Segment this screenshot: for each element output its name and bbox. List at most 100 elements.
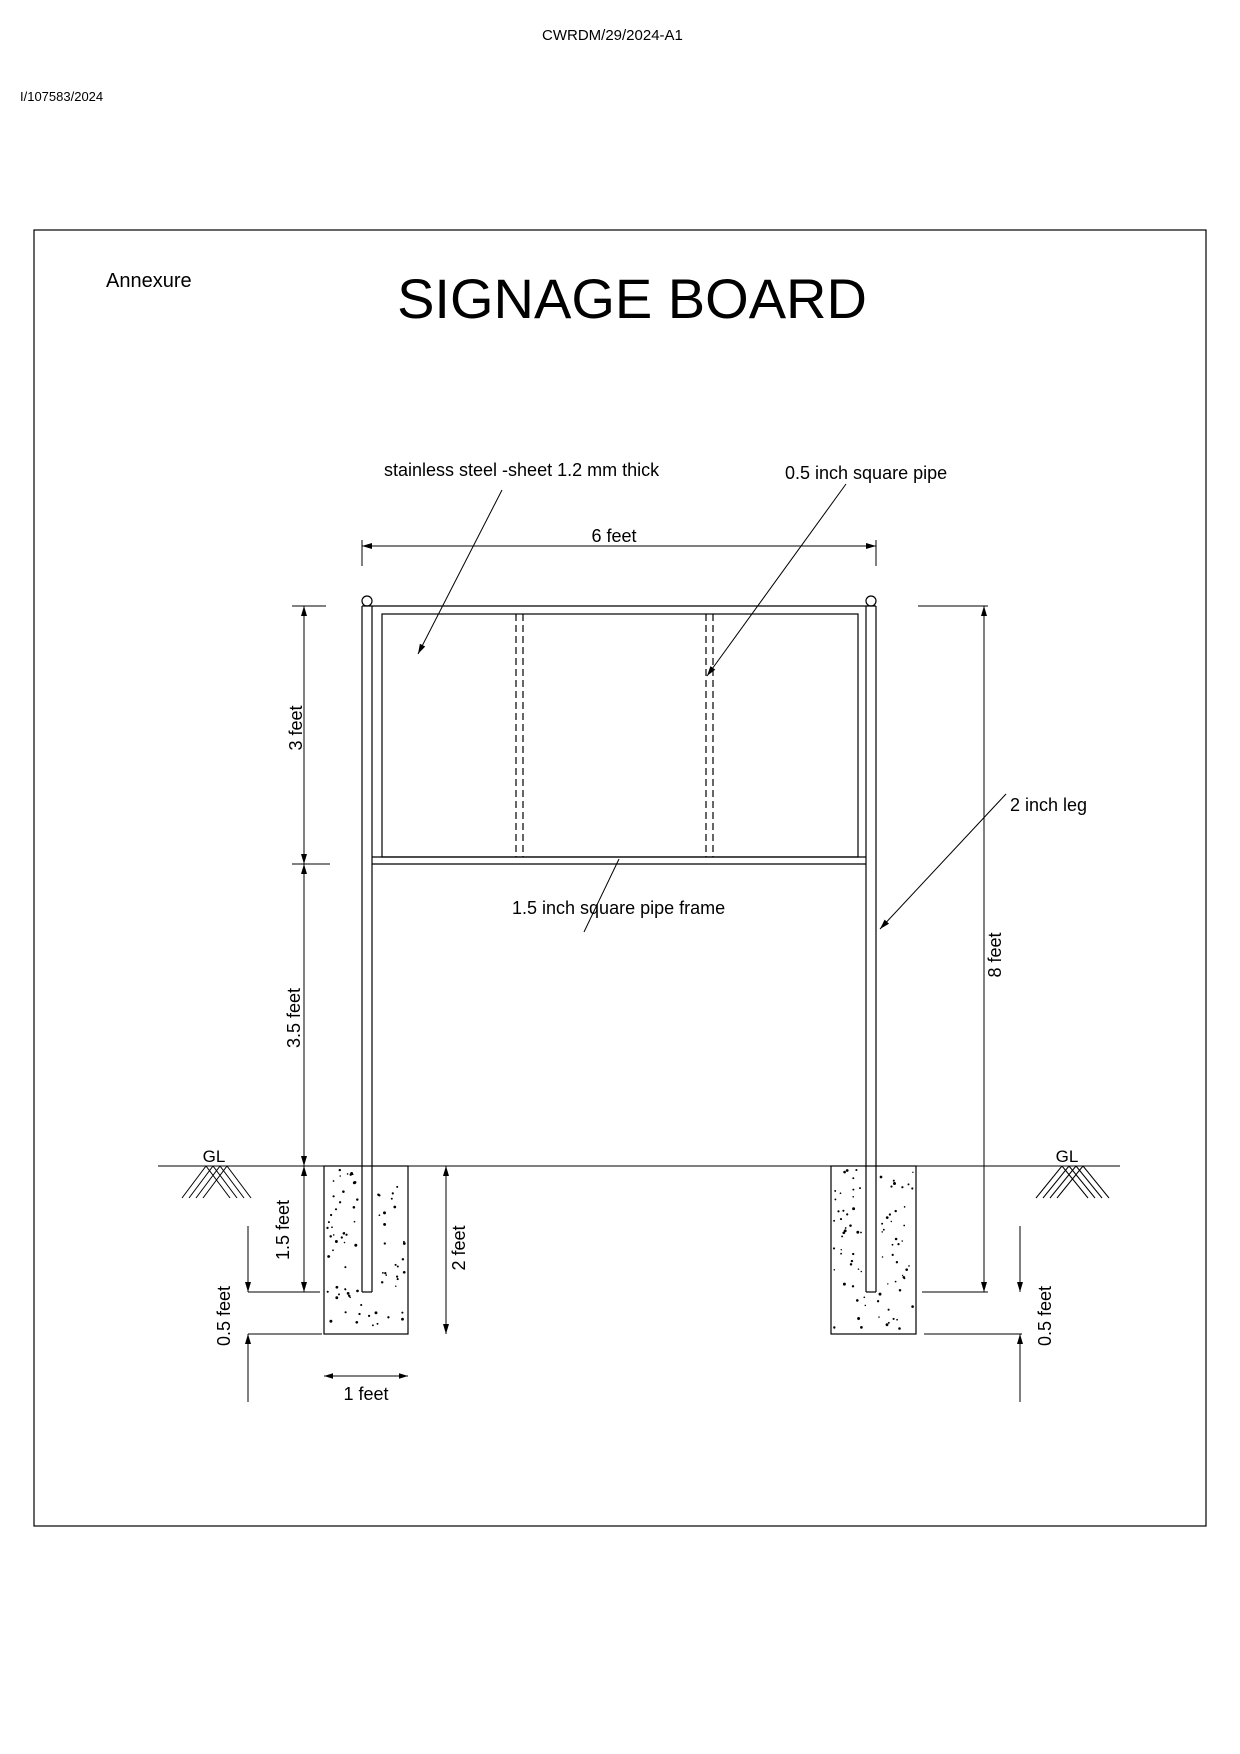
footing-speckle-left [326, 1168, 406, 1327]
concrete-speckle [834, 1198, 837, 1201]
concrete-speckle [903, 1206, 906, 1208]
dim-width [361, 540, 877, 566]
concrete-speckle [329, 1235, 332, 1238]
concrete-speckle [360, 1303, 363, 1307]
concrete-speckle [402, 1242, 406, 1245]
concrete-speckle [888, 1213, 892, 1216]
concrete-speckle [330, 1213, 333, 1217]
concrete-speckle [878, 1316, 880, 1318]
concrete-speckle [345, 1233, 348, 1236]
concrete-speckle [338, 1168, 341, 1172]
concrete-speckle [383, 1242, 386, 1245]
concrete-speckle [335, 1296, 339, 1300]
concrete-speckle [328, 1255, 331, 1258]
concrete-speckle [332, 1195, 335, 1198]
label-steel-sheet: stainless steel -sheet 1.2 mm thick [384, 460, 660, 480]
concrete-speckle [890, 1220, 893, 1223]
concrete-speckle [905, 1268, 909, 1272]
dim-left-vertical [292, 605, 330, 1166]
concrete-speckle [894, 1280, 897, 1283]
concrete-speckle [352, 1206, 356, 1209]
concrete-speckle [334, 1240, 338, 1243]
concrete-speckle [841, 1235, 844, 1238]
right-leg-cap [865, 595, 877, 607]
dim-base-right-label: 0.5 feet [1035, 1286, 1055, 1346]
concrete-speckle [834, 1189, 837, 1192]
concrete-speckle [849, 1263, 853, 1266]
concrete-speckle [338, 1293, 340, 1296]
concrete-speckle [329, 1319, 333, 1323]
concrete-speckle [881, 1256, 884, 1258]
concrete-speckle [857, 1268, 860, 1270]
concrete-speckle [844, 1227, 847, 1229]
concrete-speckle [882, 1228, 885, 1231]
concrete-speckle [852, 1207, 856, 1211]
concrete-speckle [343, 1232, 346, 1234]
concrete-speckle [892, 1317, 895, 1320]
concrete-speckle [326, 1226, 329, 1230]
concrete-speckle [843, 1170, 846, 1174]
concrete-speckle [396, 1265, 399, 1268]
concrete-speckle [349, 1296, 351, 1299]
ground-level [158, 1165, 1120, 1199]
concrete-speckle [381, 1271, 384, 1274]
left-leg-cap [361, 595, 373, 607]
concrete-speckle [890, 1185, 893, 1188]
concrete-speckle [912, 1171, 914, 1174]
concrete-speckle [833, 1326, 836, 1329]
concrete-speckle [876, 1300, 880, 1303]
gl-label-left: GL [203, 1147, 226, 1166]
concrete-speckle [881, 1222, 884, 1225]
label-leg: 2 inch leg [1010, 795, 1087, 815]
dim-board-height-label: 3 feet [286, 705, 306, 750]
concrete-speckle [376, 1322, 379, 1325]
concrete-speckle [344, 1266, 347, 1269]
concrete-speckle [885, 1216, 889, 1219]
concrete-speckle [857, 1317, 861, 1320]
concrete-speckle [896, 1318, 898, 1321]
dim-clearance-label: 3.5 feet [284, 988, 304, 1048]
dim-total-height-label: 8 feet [985, 932, 1005, 977]
concrete-speckle [326, 1290, 329, 1293]
concrete-speckle [859, 1187, 861, 1190]
concrete-speckle [856, 1299, 859, 1302]
label-frame: 1.5 inch square pipe frame [512, 898, 725, 918]
concrete-speckle [901, 1240, 903, 1242]
concrete-speckle [338, 1201, 342, 1204]
ground-hatch-left [181, 1165, 252, 1199]
dim-total-height [918, 605, 988, 1293]
concrete-speckle [346, 1173, 349, 1175]
dim-base-right [924, 1226, 1023, 1402]
concrete-speckle [356, 1198, 359, 1201]
concrete-speckle [898, 1327, 901, 1330]
concrete-speckle [343, 1241, 346, 1244]
concrete-speckle [860, 1270, 863, 1273]
concrete-speckle [401, 1258, 405, 1261]
concrete-speckle [393, 1205, 397, 1209]
concrete-speckle [839, 1192, 842, 1195]
concrete-speckle [908, 1265, 910, 1267]
concrete-speckle [377, 1193, 380, 1197]
dim-base-left-label: 0.5 feet [214, 1286, 234, 1346]
right-footing [830, 1165, 917, 1335]
ground-hatch-right [1035, 1165, 1110, 1199]
concrete-speckle [837, 1210, 840, 1213]
concrete-speckle [327, 1221, 330, 1224]
leader-frame [583, 858, 620, 933]
concrete-speckle [396, 1278, 399, 1281]
concrete-speckle [842, 1282, 846, 1286]
concrete-speckle [396, 1275, 399, 1278]
concrete-speckle [356, 1289, 359, 1293]
concrete-speckle [833, 1269, 836, 1271]
concrete-speckle [878, 1292, 882, 1296]
leader-leg [879, 793, 1007, 930]
concrete-speckle [879, 1175, 883, 1179]
concrete-speckle [840, 1248, 843, 1251]
concrete-speckle [342, 1190, 345, 1193]
concrete-speckle [852, 1188, 855, 1191]
concrete-speckle [860, 1231, 862, 1234]
concrete-speckle [335, 1285, 339, 1289]
concrete-speckle [845, 1169, 849, 1172]
concrete-speckle [331, 1226, 333, 1229]
